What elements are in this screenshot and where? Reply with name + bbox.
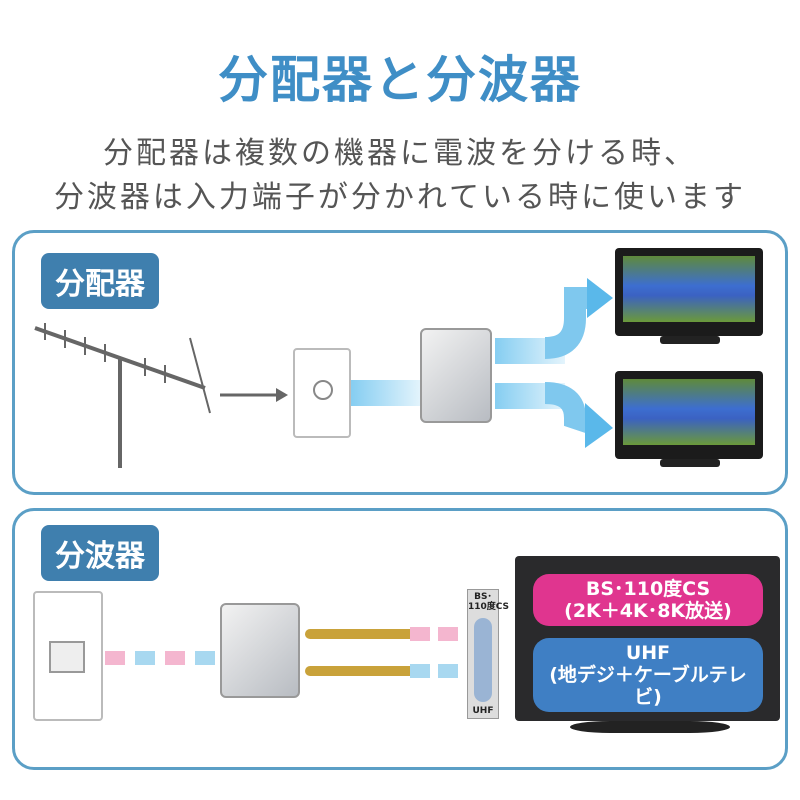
signal-flow bbox=[351, 380, 421, 406]
page-title: 分配器と分波器 bbox=[218, 51, 582, 109]
badge-line: UHF bbox=[625, 642, 671, 664]
badge-line: BS･110度CS bbox=[585, 578, 711, 600]
section-label: 分波器 bbox=[41, 525, 159, 581]
signal-flow bbox=[105, 651, 215, 665]
tv-input-panel: BS･ 110度CS UHF bbox=[467, 589, 510, 719]
bs-cs-badge: BS･110度CS (2K＋4K･8K放送) bbox=[533, 574, 763, 626]
diplexer-device bbox=[220, 603, 300, 698]
badge-line: (地デジ＋ケーブルテレビ) bbox=[549, 664, 747, 708]
tv-2 bbox=[615, 371, 763, 459]
cable-bottom bbox=[305, 666, 425, 676]
diplexer-panel: 分波器 BS･ 110度CS UHF BS･110度CS (2K＋4K･8K放送… bbox=[12, 508, 788, 770]
subtitle-line-2: 分波器は入力端子が分かれている時に使います bbox=[53, 180, 747, 215]
port-label-uhf: UHF bbox=[472, 706, 494, 716]
antenna-icon bbox=[34, 323, 211, 468]
tv-1 bbox=[615, 248, 763, 336]
splitter-device bbox=[420, 328, 492, 423]
uhf-badge: UHF (地デジ＋ケーブルテレビ) bbox=[533, 638, 763, 712]
subtitle-line-1: 分配器は複数の機器に電波を分ける時、 bbox=[103, 136, 697, 171]
section-label: 分配器 bbox=[41, 253, 159, 309]
wall-outlet bbox=[293, 348, 351, 438]
arrow-icon bbox=[220, 388, 288, 402]
splitter-panel: 分配器 bbox=[12, 230, 788, 495]
port-label-bs: BS･ 110度CS bbox=[468, 592, 510, 612]
cable-top bbox=[305, 629, 425, 639]
blue-arrows-icon bbox=[545, 278, 613, 448]
wall-outlet bbox=[33, 591, 103, 721]
tv: BS･110度CS (2K＋4K･8K放送) UHF (地デジ＋ケーブルテレビ) bbox=[515, 556, 780, 721]
badge-line: (2K＋4K･8K放送) bbox=[564, 600, 732, 622]
